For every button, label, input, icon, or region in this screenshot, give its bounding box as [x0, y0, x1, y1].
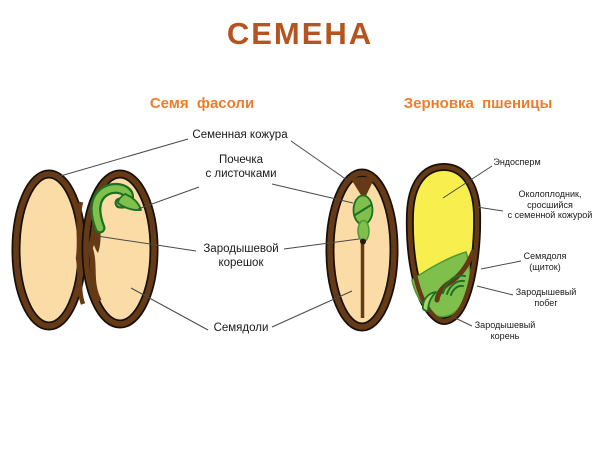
leader-line — [450, 315, 473, 327]
wheat-scutellum-band — [434, 249, 476, 303]
label-endosperm: Эндосперм — [493, 157, 541, 167]
label-pericarp: Околоплодник, сросшийся с семенной кожур… — [507, 189, 593, 220]
leader-line — [271, 183, 354, 204]
leader-line — [271, 290, 353, 328]
leader-line — [476, 285, 514, 296]
leader-line — [290, 140, 348, 181]
label-scutellum: Семядоля (щиток) — [523, 251, 567, 272]
leader-line — [96, 235, 197, 252]
label-embryonic-shoot: Зародышевый побег — [515, 287, 577, 308]
bean-sprout-leaflet — [117, 193, 142, 212]
label-bud-with-leaflets: Почечка с листочками — [205, 154, 277, 180]
label-embryonic-root: Зародышевой корешок — [203, 243, 279, 269]
closed-seed-root-point — [360, 238, 366, 245]
leader-line — [56, 138, 189, 178]
leader-line — [442, 165, 493, 199]
closed-seed-hilum-wedge — [351, 177, 374, 200]
leader-lines — [56, 138, 522, 331]
wheat-shoot-whorl — [442, 274, 466, 294]
wheat-section-heading: Зерновка пшеницы — [403, 95, 553, 112]
leader-line — [137, 186, 200, 210]
closed-seed-drawing — [325, 168, 399, 332]
label-cotyledons: Семядоли — [213, 322, 269, 334]
bean-left-inner-edge — [75, 201, 86, 305]
bean-section-heading: Семя фасоли — [149, 95, 255, 112]
bean-seed-drawing — [11, 169, 159, 331]
label-embryonic-root-wheat: Зародышевый корень — [474, 320, 536, 341]
wheat-grain-drawing — [405, 162, 482, 326]
leader-line — [283, 238, 360, 250]
leader-line — [480, 260, 522, 270]
leader-line — [130, 287, 209, 331]
wheat-embryonic-root-crescent — [422, 291, 437, 312]
leader-line — [476, 206, 504, 212]
closed-seed-embryo-axis — [357, 219, 370, 243]
page-title: СЕМЕНА — [226, 16, 374, 51]
label-seed-coat: Семенная кожура — [192, 129, 288, 141]
